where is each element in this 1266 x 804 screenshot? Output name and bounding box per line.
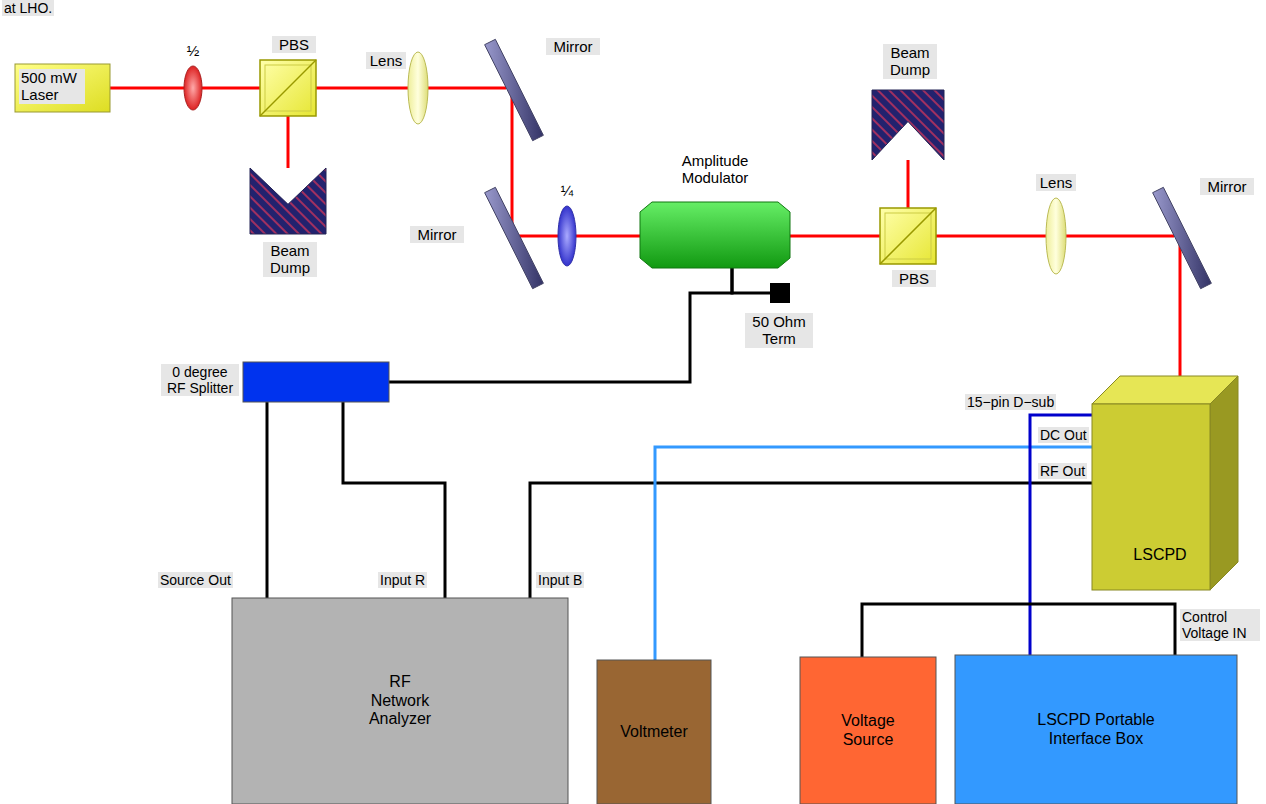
interface-box: LSCPD Portable Interface Box: [955, 655, 1237, 804]
node-label: Mirror: [1200, 178, 1254, 195]
rf-cable: [389, 268, 732, 382]
rf-cable: [530, 483, 1092, 598]
node-label: 0 degree RF Splitter: [161, 364, 239, 396]
laser-beam: [936, 235, 1046, 238]
termination: 50 Ohm Term: [770, 283, 790, 303]
laser-beam: [110, 87, 184, 90]
quarter-wave-plate-outline: [558, 206, 576, 266]
lens: Lens: [408, 52, 428, 124]
port-label: DC Out: [1038, 427, 1089, 443]
polarizing-beam-splitter-outline: [260, 60, 316, 116]
laser-source: 500 mW Laser: [15, 64, 110, 112]
node-label: 500 mW Laser: [19, 69, 85, 104]
rf-cable: [343, 402, 445, 598]
caption-fragment: at LHO.: [2, 0, 54, 16]
voltage-source: Voltage Source: [800, 657, 936, 804]
polarizing-beam-splitter: PBS: [880, 208, 936, 264]
beam-dump: Beam Dump: [872, 90, 944, 160]
port-label: RF Out: [1038, 463, 1087, 479]
laser-beam: [511, 94, 514, 230]
node-label: PBS: [272, 36, 316, 53]
polarizing-beam-splitter: PBS: [260, 60, 316, 116]
laser-beam: [907, 160, 910, 208]
photodetector: LSCPD: [1092, 376, 1238, 590]
polarizing-beam-splitter-outline: [880, 208, 936, 264]
node-label: 50 Ohm Term: [745, 313, 813, 348]
node-label: Beam Dump: [263, 242, 317, 277]
beam-dump-outline: [872, 90, 944, 160]
port-label: Source Out: [158, 572, 233, 588]
termination-outline: [770, 283, 790, 303]
dc-cable: [655, 447, 1092, 660]
quarter-wave-plate: ¼: [558, 206, 576, 266]
node-label: Beam Dump: [883, 44, 937, 79]
laser-beam: [1066, 235, 1174, 238]
node-label: ¼: [555, 182, 579, 199]
node-label: Mirror: [410, 226, 464, 243]
mirror-outline: [1174, 230, 1186, 242]
port-label: 15−pin D−sub: [965, 394, 1056, 410]
rf-splitter: 0 degree RF Splitter: [243, 362, 389, 402]
beam-dump-outline: [250, 168, 326, 234]
mirror: Mirror: [506, 82, 518, 94]
node-label: Amplitude Modulator: [665, 152, 765, 187]
laser-beam: [287, 116, 290, 168]
laser-beam: [518, 235, 558, 238]
mirror-outline: [506, 230, 518, 242]
rf-cable: [732, 268, 770, 293]
voltmeter: Voltmeter: [597, 660, 711, 804]
node-label: Voltmeter: [609, 723, 699, 741]
lens-outline: [408, 52, 428, 124]
mirror: Mirror: [506, 230, 518, 242]
port-label: Control Voltage IN: [1180, 609, 1260, 641]
port-label: Input R: [378, 572, 427, 588]
rf-splitter-outline: [243, 362, 389, 402]
network-analyzer: RF Network Analyzer: [232, 598, 568, 804]
rf-cable: [266, 402, 269, 598]
half-wave-plate: ½: [184, 66, 202, 110]
node-label: Mirror: [546, 38, 600, 55]
laser-beam: [1179, 242, 1182, 376]
lens-outline: [1046, 198, 1066, 274]
node-label: Lens: [1036, 174, 1076, 191]
node-label: RF Network Analyzer: [362, 673, 438, 728]
node-label: ½: [181, 42, 205, 59]
node-label: PBS: [892, 270, 936, 287]
dsub-cable: [1030, 415, 1092, 655]
laser-beam: [202, 87, 260, 90]
amplitude-modulator-outline: [640, 202, 790, 268]
laser-beam: [576, 235, 640, 238]
node-label: LSCPD: [1120, 546, 1200, 564]
laser-beam: [316, 87, 408, 90]
beam-dump: Beam Dump: [250, 168, 326, 234]
half-wave-plate-outline: [184, 66, 202, 110]
mirror-outline: [506, 82, 518, 94]
lens: Lens: [1046, 198, 1066, 274]
amplitude-modulator: Amplitude Modulator: [640, 202, 790, 268]
mirror: Mirror: [1174, 230, 1186, 242]
rf-cable: [862, 604, 1175, 657]
port-label: Input B: [536, 572, 584, 588]
laser-beam: [790, 235, 880, 238]
laser-beam: [428, 87, 506, 90]
node-label: Voltage Source: [833, 712, 903, 749]
node-label: Lens: [366, 52, 406, 69]
node-label: LSCPD Portable Interface Box: [1030, 711, 1162, 748]
